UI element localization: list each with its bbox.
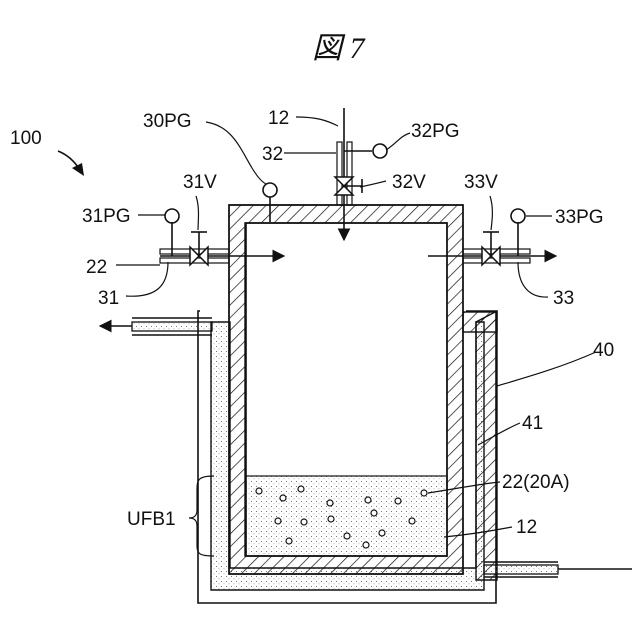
bubble <box>280 495 286 501</box>
bubble <box>328 516 334 522</box>
bubble <box>327 500 333 506</box>
jacket-inlet-pipe <box>484 562 632 577</box>
bubble <box>421 490 427 496</box>
bubble <box>286 538 292 544</box>
bubble <box>409 518 415 524</box>
bubble <box>371 510 377 516</box>
pressure-gauge-31pg-icon <box>165 209 179 223</box>
bubble <box>365 497 371 503</box>
pressure-gauge-30pg-icon <box>263 183 277 197</box>
label-liquid-12: 12 <box>516 517 537 538</box>
label-33pg: 33PG <box>555 207 604 228</box>
figure-title: 図 7 <box>312 32 366 65</box>
label-port-22: 22 <box>86 257 107 278</box>
bubble <box>344 533 350 539</box>
label-31v: 31V <box>183 172 217 193</box>
label-32v: 32V <box>392 172 426 193</box>
bubble <box>256 488 262 494</box>
label-31pg: 31PG <box>82 206 131 227</box>
bubble <box>379 530 385 536</box>
label-pipe-33: 33 <box>553 288 574 309</box>
label-system: 100 <box>10 128 42 149</box>
bubble <box>301 519 307 525</box>
label-jacket: 41 <box>522 413 543 434</box>
system-arrow <box>58 151 84 176</box>
label-liquid: 22(20A) <box>502 472 570 493</box>
label-inlet-pipe: 12 <box>268 108 289 129</box>
liquid-region <box>246 476 447 556</box>
label-33v: 33V <box>464 172 498 193</box>
jacket-wall <box>476 311 497 580</box>
bubble <box>395 498 401 504</box>
bubble <box>363 542 369 548</box>
label-ufb: UFB1 <box>127 509 176 530</box>
pressure-gauge-33pg-icon <box>511 209 525 223</box>
pressure-gauge-32pg-icon <box>373 144 387 158</box>
label-pipe-31: 31 <box>98 288 119 309</box>
jacket-outlet-pipe <box>100 318 212 335</box>
bubble <box>275 518 281 524</box>
bubble <box>298 486 304 492</box>
label-outer-vessel: 40 <box>593 340 614 361</box>
ufb-brace <box>189 476 214 556</box>
label-pipe-32: 32 <box>262 144 283 165</box>
label-32pg: 32PG <box>411 121 460 142</box>
label-30pg: 30PG <box>143 111 192 132</box>
